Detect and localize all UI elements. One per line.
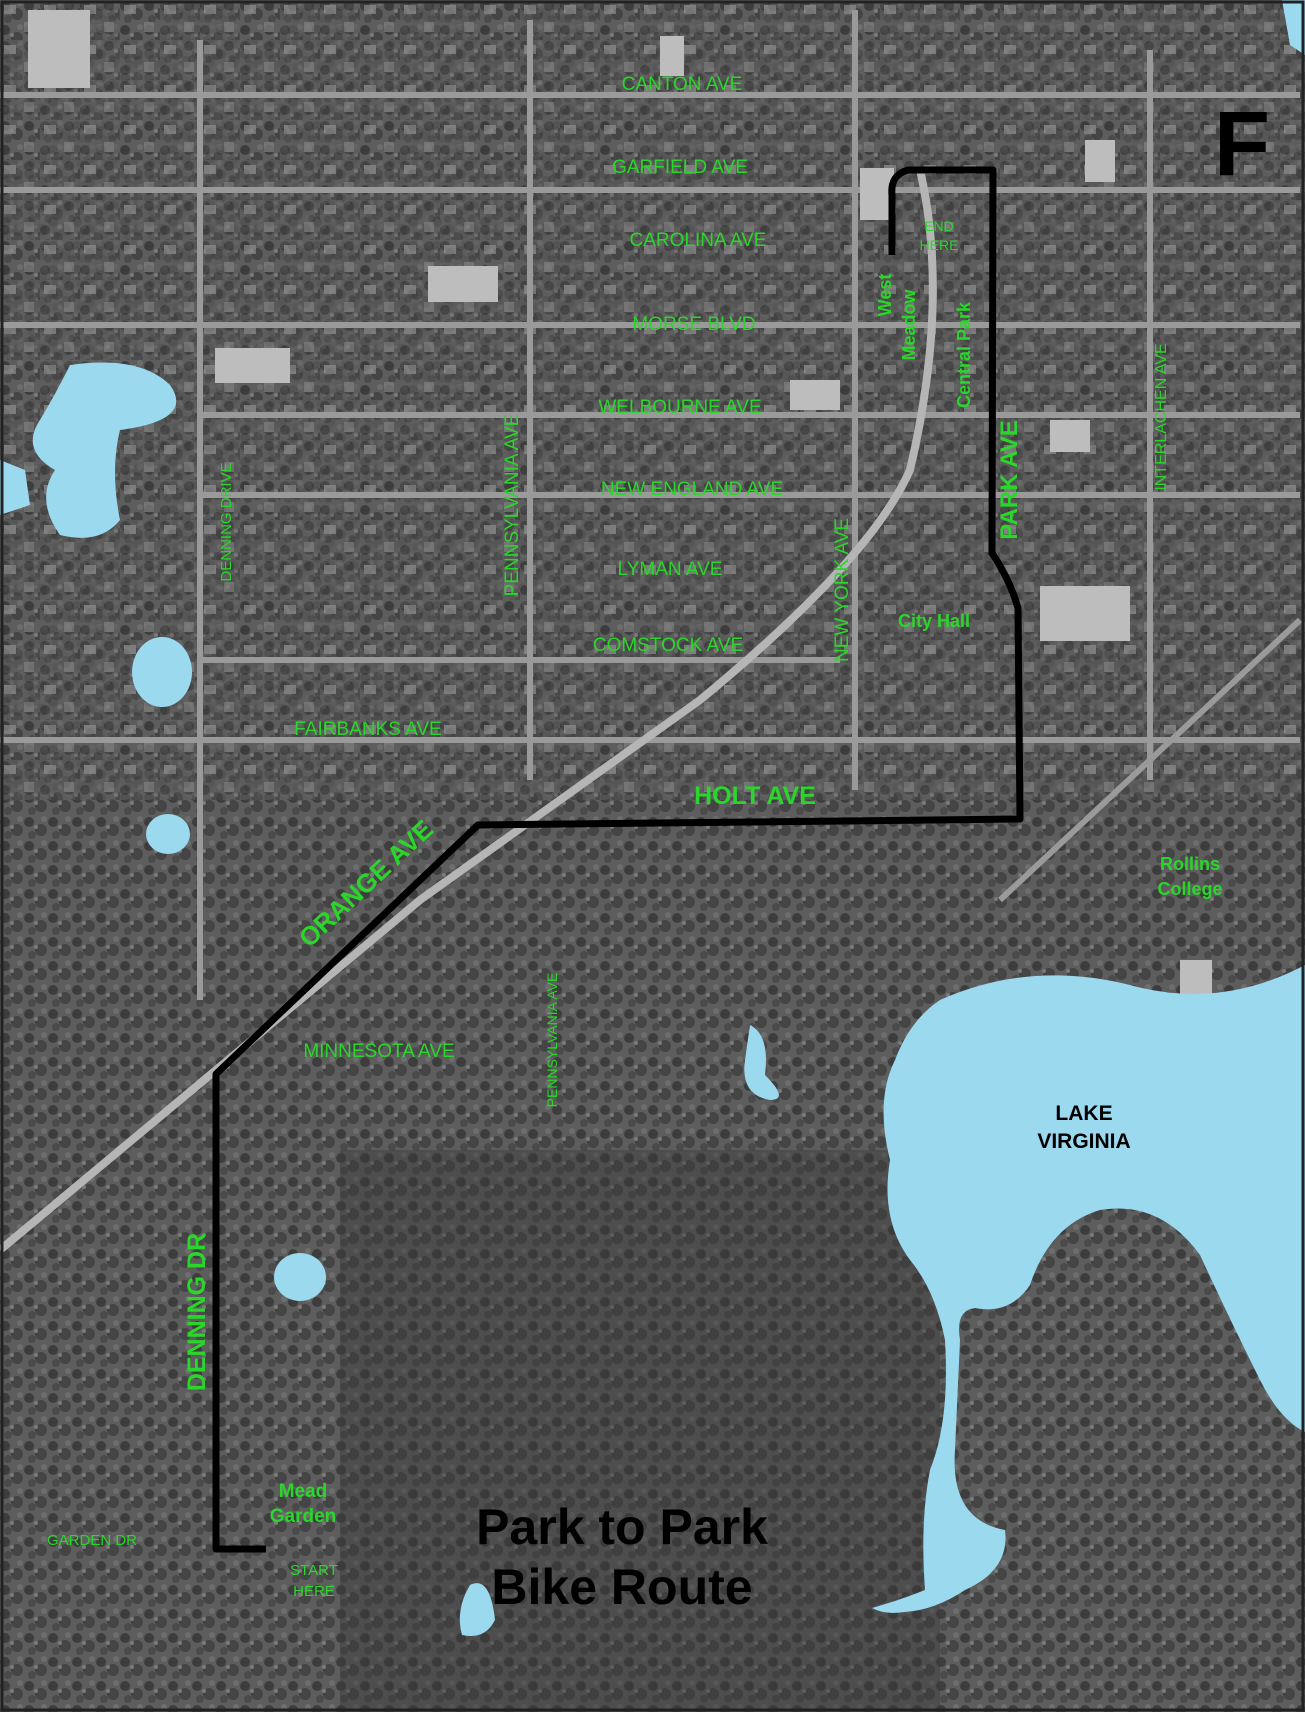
pond-2 bbox=[146, 814, 190, 854]
place-label-rollins-line2: College bbox=[1157, 879, 1222, 899]
street-label-garfield: GARFIELD AVE bbox=[612, 157, 748, 178]
street-label-denning-dr: DENNING DR bbox=[183, 1233, 211, 1391]
street-label-pennsylvania-north: PENNSYLVANIA AVE bbox=[502, 414, 523, 597]
place-label-central-park: Central Park bbox=[954, 301, 974, 408]
lake-label-line2: VIRGINIA bbox=[1037, 1130, 1130, 1153]
railroad bbox=[0, 169, 937, 1254]
urban-area bbox=[0, 0, 1305, 800]
route-title-line1: Park to Park bbox=[476, 1499, 768, 1555]
street-label-fairbanks: FAIRBANKS AVE bbox=[294, 719, 441, 740]
start-label-line1: START bbox=[290, 1562, 338, 1579]
start-label-line2: HERE bbox=[293, 1583, 335, 1600]
route-title-line2: Bike Route bbox=[491, 1559, 752, 1615]
northeast-water bbox=[1282, 0, 1305, 55]
pond-1 bbox=[132, 637, 192, 707]
place-label-mead-line2: Garden bbox=[270, 1506, 337, 1527]
street-label-holt: HOLT AVE bbox=[694, 782, 816, 810]
dense-woods bbox=[340, 1150, 940, 1712]
place-label-west-meadow-line1: West bbox=[875, 274, 895, 317]
street-label-comstock: COMSTOCK AVE bbox=[593, 635, 743, 656]
street-label-morse: MORSE BLVD bbox=[632, 314, 755, 335]
street-label-canton: CANTON AVE bbox=[622, 74, 743, 95]
street-label-lyman: LYMAN AVE bbox=[618, 559, 723, 580]
end-label-line2: HERE bbox=[920, 237, 959, 253]
place-label-rollins-line1: Rollins bbox=[1160, 854, 1220, 874]
street-label-minnesota: MINNESOTA AVE bbox=[303, 1041, 454, 1062]
street-label-welbourne: WELBOURNE AVE bbox=[598, 397, 761, 418]
bike-route-line bbox=[212, 166, 1024, 1553]
buildings bbox=[28, 10, 1212, 1000]
street-label-interlachen: INTERLACHEN AVE bbox=[1153, 343, 1170, 490]
south-pond bbox=[459, 1583, 495, 1636]
street-label-pennsylvania-south: PENNSYLVANIA AVE bbox=[544, 973, 560, 1108]
water-bodies bbox=[0, 0, 1305, 1636]
west-shore-water bbox=[0, 460, 30, 515]
small-pond bbox=[744, 1025, 779, 1100]
pond-3 bbox=[274, 1253, 326, 1301]
lake-killarney-pond bbox=[32, 362, 177, 538]
sheet-letter: F bbox=[1214, 93, 1270, 195]
lake-label-line1: LAKE bbox=[1055, 1102, 1112, 1125]
end-label-line1: END bbox=[924, 218, 954, 234]
place-label-west-meadow-line2: Meadow bbox=[899, 289, 919, 361]
lake-virginia bbox=[872, 965, 1305, 1613]
place-label-mead-line1: Mead bbox=[279, 1481, 328, 1502]
street-label-new-york: NEW YORK AVE bbox=[832, 518, 853, 662]
street-label-carolina: CAROLINA AVE bbox=[630, 230, 767, 251]
street-label-park: PARK AVE bbox=[996, 420, 1023, 540]
street-label-denning-drive: DENNING DRIVE bbox=[218, 462, 235, 581]
place-label-city-hall: City Hall bbox=[898, 611, 970, 631]
street-label-garden: GARDEN DR bbox=[47, 1532, 137, 1549]
street-label-new-england: NEW ENGLAND AVE bbox=[601, 479, 783, 500]
